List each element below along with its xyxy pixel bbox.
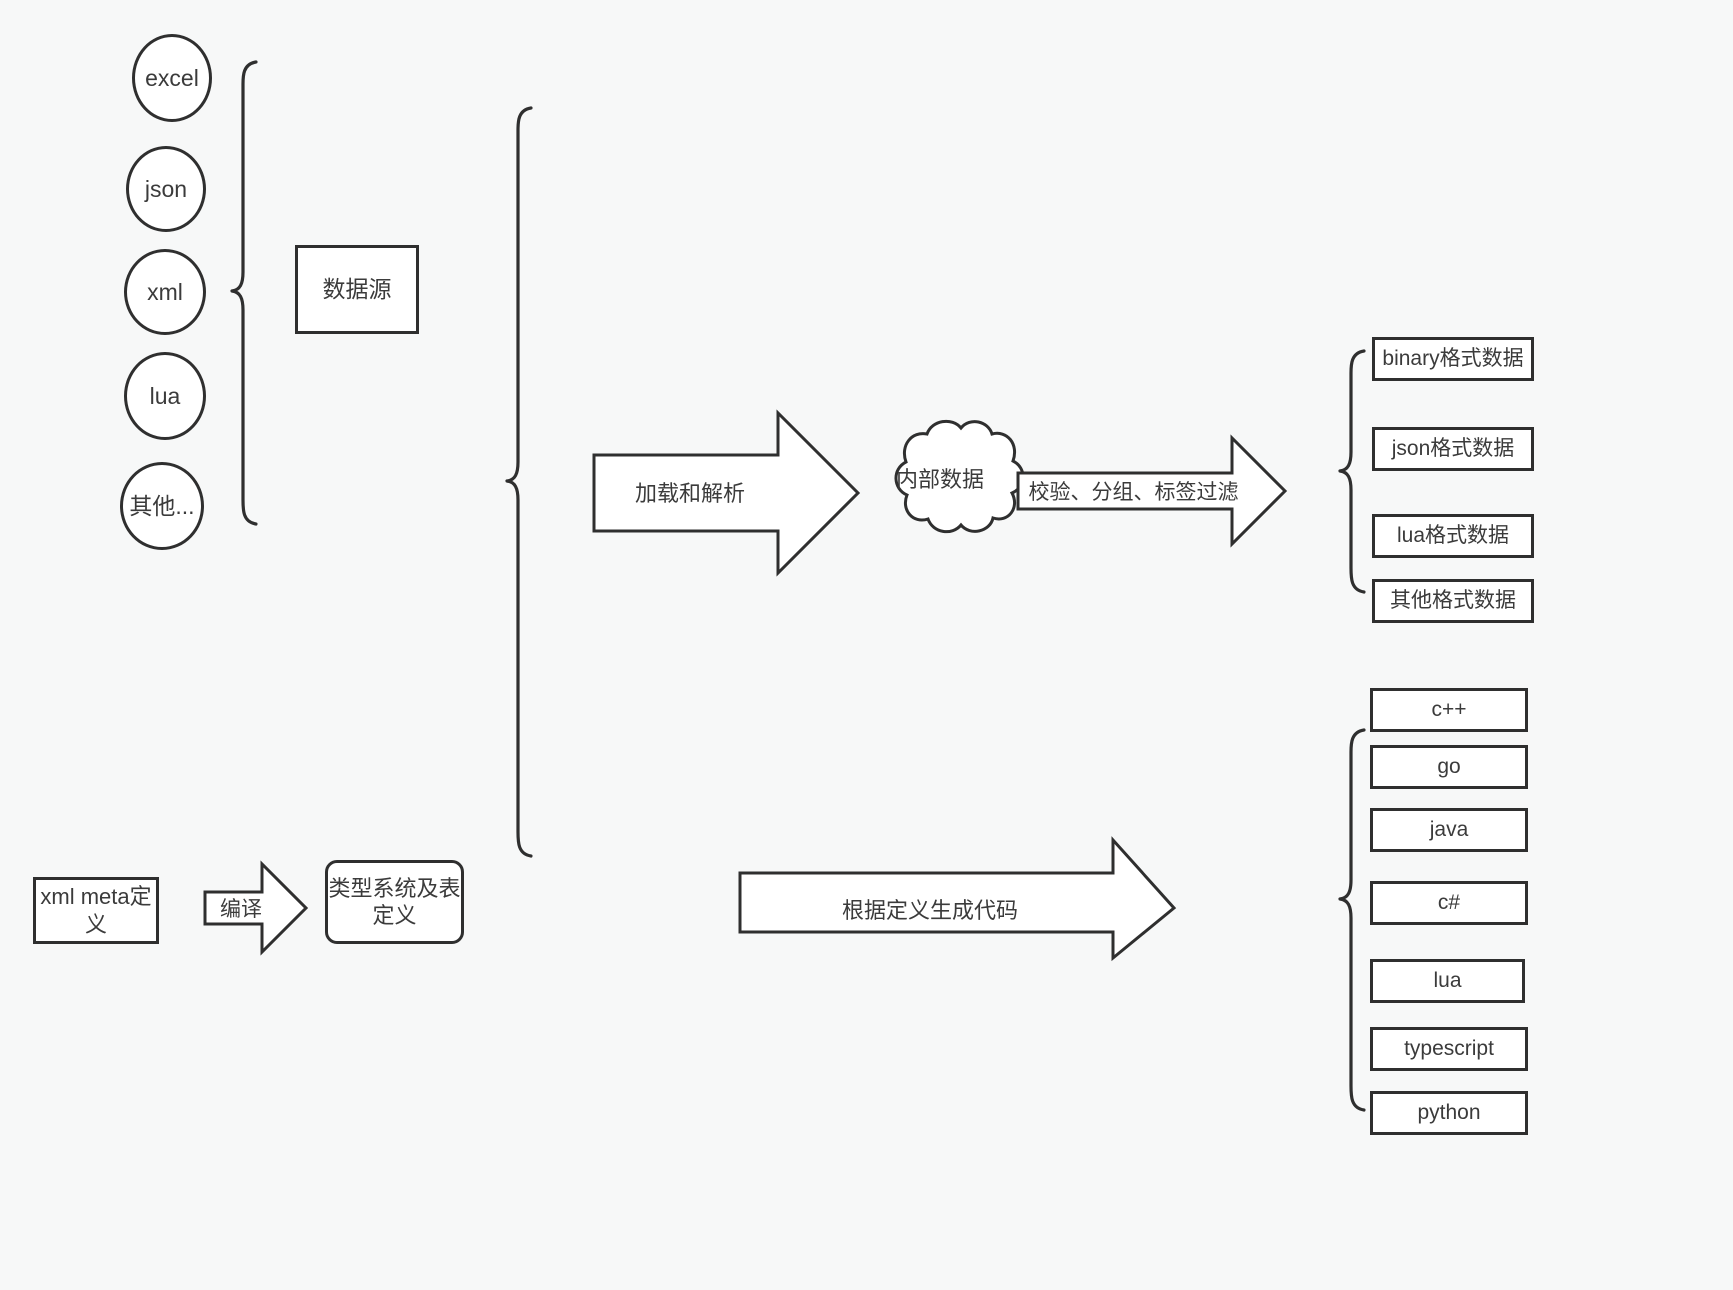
load-arrow-shape: [592, 409, 861, 577]
pipeline-input-brace: [505, 106, 533, 858]
output-format-box-other[interactable]: 其他格式数据: [1372, 579, 1534, 623]
language-label: java: [1429, 817, 1469, 841]
source-ellipse-xml[interactable]: xml: [124, 249, 206, 335]
source-label: xml: [147, 278, 183, 305]
language-box-go[interactable]: go: [1370, 745, 1528, 789]
language-label: go: [1437, 754, 1461, 778]
compile-arrow-shape: [203, 860, 309, 956]
source-ellipse-other[interactable]: 其他...: [120, 462, 204, 550]
xml-meta-definition-label: xml meta定 义: [40, 884, 152, 937]
languages-brace: [1338, 728, 1366, 1112]
formats-brace: [1338, 349, 1366, 594]
codegen-arrow-shape: [738, 836, 1177, 962]
type-system-label: 类型系统及表 定义: [328, 875, 461, 929]
output-format-label: json格式数据: [1391, 436, 1515, 460]
language-box-csharp[interactable]: c#: [1370, 881, 1528, 925]
filter-arrow-shape: [1016, 434, 1288, 548]
output-format-label: binary格式数据: [1382, 346, 1524, 370]
language-label: c#: [1437, 890, 1461, 914]
source-ellipse-lua[interactable]: lua: [124, 352, 206, 440]
source-ellipse-json[interactable]: json: [126, 146, 206, 232]
language-label: python: [1417, 1100, 1481, 1124]
language-box-python[interactable]: python: [1370, 1091, 1528, 1135]
output-format-box-json[interactable]: json格式数据: [1372, 427, 1534, 471]
xml-meta-definition-box[interactable]: xml meta定 义: [33, 877, 159, 944]
output-format-label: lua格式数据: [1396, 523, 1510, 547]
source-ellipse-excel[interactable]: excel: [132, 34, 212, 122]
language-box-typescript[interactable]: typescript: [1370, 1027, 1528, 1071]
source-label: excel: [145, 64, 199, 91]
output-format-box-lua[interactable]: lua格式数据: [1372, 514, 1534, 558]
language-label: c++: [1431, 697, 1467, 721]
internal-data-cloud-shape: [894, 419, 1025, 534]
type-system-box[interactable]: 类型系统及表 定义: [325, 860, 464, 944]
source-label: json: [144, 175, 188, 202]
language-box-cpp[interactable]: c++: [1370, 688, 1528, 732]
output-format-box-binary[interactable]: binary格式数据: [1372, 337, 1534, 381]
source-label: 其他...: [129, 492, 195, 519]
language-label: lua: [1433, 968, 1462, 992]
language-box-java[interactable]: java: [1370, 808, 1528, 852]
language-label: typescript: [1404, 1036, 1494, 1060]
output-format-label: 其他格式数据: [1390, 588, 1516, 612]
language-box-lua[interactable]: lua: [1370, 959, 1525, 1003]
source-label: lua: [149, 382, 181, 409]
data-source-group-box[interactable]: 数据源: [295, 245, 419, 334]
sources-brace: [230, 60, 258, 526]
data-source-group-label: 数据源: [322, 276, 392, 303]
